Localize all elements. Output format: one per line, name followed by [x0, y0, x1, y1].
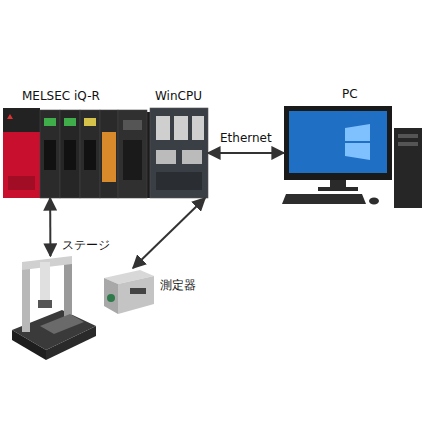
edge-label: Ethernet [220, 131, 272, 145]
sensor-unit: 測定器 [100, 268, 155, 314]
stage-unit: ステージ [10, 256, 96, 362]
double-arrow [133, 198, 205, 268]
cpu-module: WinCPU [150, 108, 208, 198]
node-label: MELSEC iQ-R [22, 89, 100, 103]
pc-illustration [282, 106, 422, 208]
plc-rack-illustration [3, 108, 208, 198]
double-arrow [208, 152, 284, 154]
node-label: ステージ [62, 238, 110, 252]
node-label: PC [342, 87, 358, 101]
double-arrow [49, 198, 51, 256]
stage-illustration [12, 256, 96, 360]
node-label: WinCPU [155, 89, 202, 103]
plc-rack: MELSEC iQ-RWinCPU [3, 108, 208, 198]
pc-unit: PC [284, 106, 422, 208]
sensor-illustration [104, 270, 154, 314]
node-label: 測定器 [160, 278, 196, 292]
